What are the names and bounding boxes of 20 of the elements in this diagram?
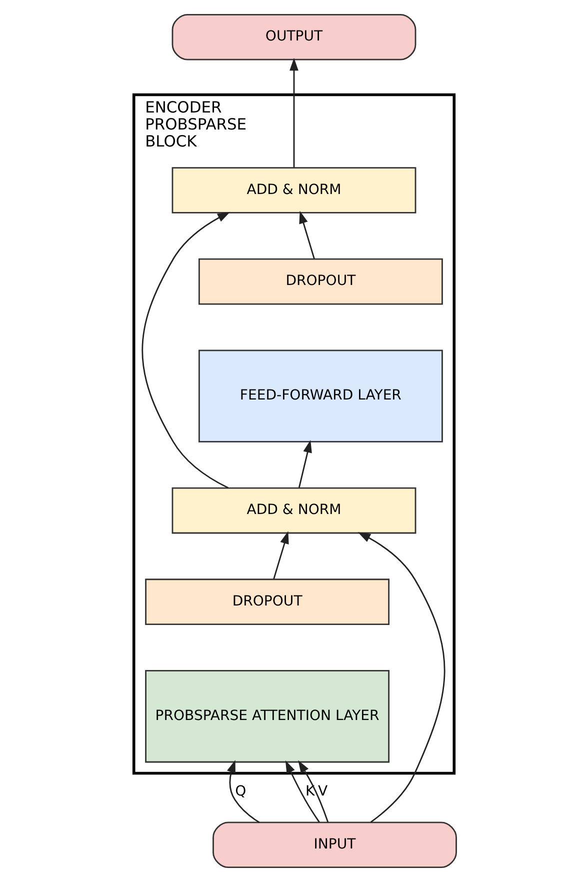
node-box: INPUT [212, 822, 457, 868]
arrow [290, 58, 298, 168]
node-box: OUTPUT [172, 14, 416, 60]
arrow [142, 212, 230, 489]
edge-label: V [318, 784, 328, 800]
arrow [358, 532, 446, 823]
edge-label: Q [235, 784, 246, 800]
node-box: DROPOUT [198, 258, 443, 305]
arrow [227, 760, 260, 823]
arrow [298, 760, 329, 822]
node-box: PROBSPARSE ATTENTION LAYER [145, 670, 390, 763]
arrow [285, 760, 320, 823]
arrow [299, 210, 315, 259]
node-box: FEED-FORWARD LAYER [198, 350, 443, 442]
node-box: DROPOUT [145, 578, 390, 626]
node-box: ADD & NORM [172, 487, 416, 534]
arrow [298, 440, 312, 488]
node-box: ADD & NORM [172, 167, 416, 214]
edge-label: K [306, 784, 315, 800]
arrow [273, 531, 289, 580]
